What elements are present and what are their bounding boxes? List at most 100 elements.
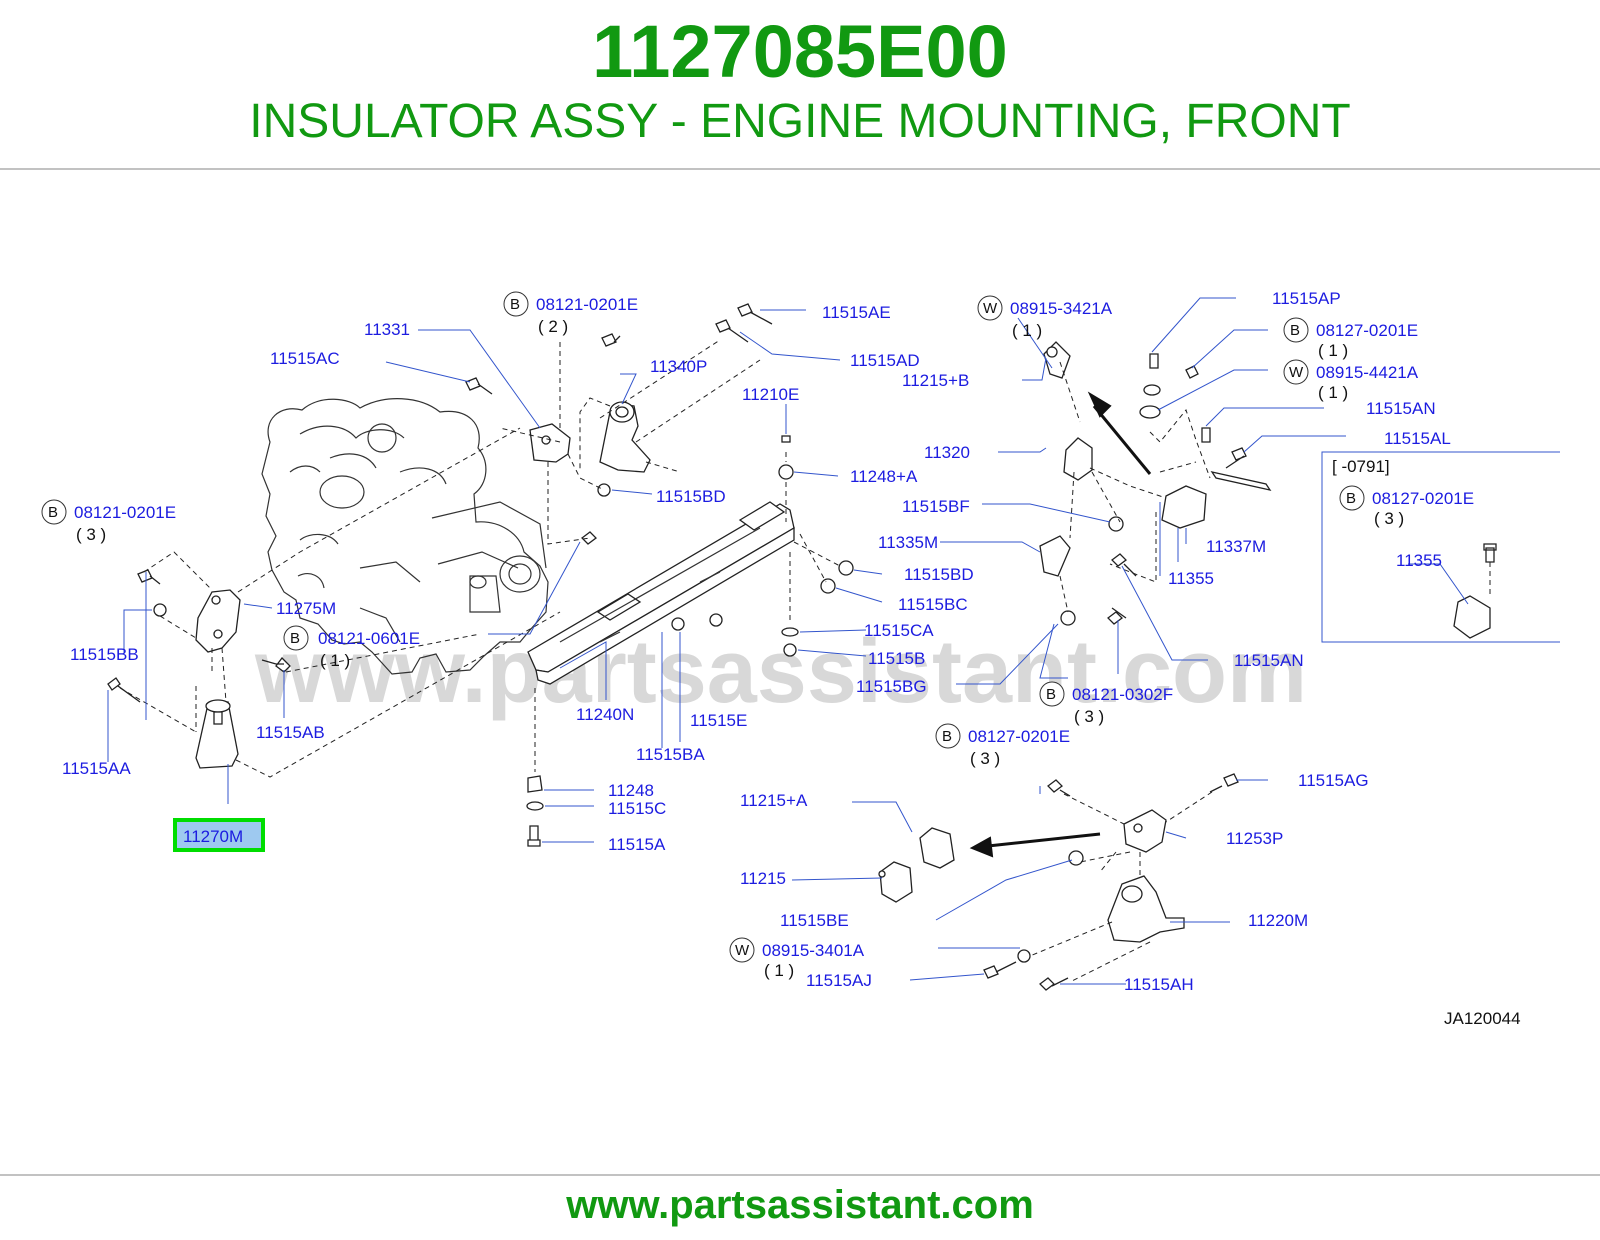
callout-11248[interactable]: 11248: [608, 781, 654, 800]
callout-11331[interactable]: 11331: [364, 320, 410, 339]
washer-marker-icon: [729, 937, 755, 963]
upper-mount-parts: [465, 303, 773, 545]
callout-11515ab[interactable]: 11515AB: [256, 723, 325, 742]
bolt-marker-icon: [935, 723, 961, 749]
right-lower-parts: [878, 773, 1239, 991]
quantity-label: ( 3 ): [1074, 707, 1104, 726]
bottom-divider: [0, 1174, 1600, 1176]
quantity-label: ( 1 ): [1318, 383, 1348, 402]
callout-11220m[interactable]: 11220M: [1248, 911, 1308, 930]
callout-08915-4421a[interactable]: 08915-4421A: [1316, 363, 1419, 382]
callout-11515ad[interactable]: 11515AD: [850, 351, 920, 370]
callout-11515ae[interactable]: 11515AE: [822, 303, 891, 322]
bolt-marker-letter: B: [1346, 490, 1356, 507]
callout-08121-0201e-a[interactable]: 08121-0201E: [536, 295, 638, 314]
bolt-marker-letter: B: [1290, 322, 1300, 339]
callout-11515an-a[interactable]: 11515AN: [1366, 399, 1436, 418]
callout-11515ca[interactable]: 11515CA: [864, 621, 934, 640]
callout-11515b[interactable]: 11515B: [868, 649, 925, 668]
callout-11240n[interactable]: 11240N: [576, 705, 634, 724]
callout-11515ag[interactable]: 11515AG: [1298, 771, 1369, 790]
callout-11515a[interactable]: 11515A: [608, 835, 666, 854]
callout-11320[interactable]: 11320: [924, 443, 970, 462]
callout-11210e[interactable]: 11210E: [742, 385, 799, 404]
quantity-label: ( 3 ): [970, 749, 1000, 768]
callout-11515an-b[interactable]: 11515AN: [1234, 651, 1304, 670]
callout-11515ac[interactable]: 11515AC: [270, 349, 340, 368]
engine-block-drawing: [261, 398, 549, 675]
watermark-text: www.partsassistant.com: [254, 622, 1307, 722]
page-title: 1127085E00: [592, 10, 1008, 93]
callout-11515ap[interactable]: 11515AP: [1272, 289, 1341, 308]
callout-11515ah[interactable]: 11515AH: [1124, 975, 1194, 994]
callout-11248-a[interactable]: 11248+A: [850, 467, 918, 486]
highlight-box: [173, 818, 265, 852]
callout-11215-b[interactable]: 11215+B: [902, 371, 969, 390]
bolt-marker-icon: [1339, 485, 1365, 511]
bolt-marker-letter: B: [1046, 686, 1056, 703]
callout-11515al[interactable]: 11515AL: [1384, 429, 1451, 448]
left-mount-parts: [107, 427, 561, 778]
inset-range-label: [ -0791]: [1332, 457, 1390, 476]
callout-11515c[interactable]: 11515C: [608, 799, 666, 818]
callout-08121-0201e-b[interactable]: 08121-0201E: [74, 503, 176, 522]
callout-11515bb[interactable]: 11515BB: [70, 645, 139, 664]
callout-08127-0201e-a[interactable]: 08127-0201E: [1316, 321, 1418, 340]
callout-11515be[interactable]: 11515BE: [780, 911, 849, 930]
callout-11515bc[interactable]: 11515BC: [898, 595, 968, 614]
bolt-marker-icon: [1283, 317, 1309, 343]
quantity-label: ( 3 ): [1374, 509, 1404, 528]
callout-11515bd-b[interactable]: 11515BD: [904, 565, 974, 584]
callout-11515bf[interactable]: 11515BF: [902, 497, 970, 516]
bolt-marker-letter: B: [942, 728, 952, 745]
header: 1127085E00 INSULATOR ASSY - ENGINE MOUNT…: [0, 0, 1600, 170]
callout-11275m[interactable]: 11275M: [276, 599, 336, 618]
parts-diagram: www.partsassistant.com: [0, 172, 1600, 1172]
callout-11270m[interactable]: 11270M: [183, 827, 243, 846]
callout-08915-3421a[interactable]: 08915-3421A: [1010, 299, 1113, 318]
callout-08915-3401a[interactable]: 08915-3401A: [762, 941, 865, 960]
callout-11515bg[interactable]: 11515BG: [856, 677, 927, 696]
callout-11515ba[interactable]: 11515BA: [636, 745, 705, 764]
washer-marker-letter: W: [735, 942, 750, 959]
leader-lines: [107, 297, 1560, 985]
page-subtitle: INSULATOR ASSY - ENGINE MOUNTING, FRONT: [249, 95, 1351, 148]
callout-11355-a[interactable]: 11355: [1168, 569, 1214, 588]
quantity-label: ( 3 ): [76, 525, 106, 544]
callout-11340p[interactable]: 11340P: [650, 357, 707, 376]
callout-11215[interactable]: 11215: [740, 869, 786, 888]
callout-11515e[interactable]: 11515E: [690, 711, 747, 730]
callout-08127-0201e-b[interactable]: 08127-0201E: [1372, 489, 1474, 508]
top-divider: [0, 168, 1600, 170]
callout-labels: 11331 11515AC 08121-0201E ( 2 ) 11340P 1…: [62, 289, 1521, 1028]
callout-08127-0201e-c[interactable]: 08127-0201E: [968, 727, 1070, 746]
footer-site-link[interactable]: www.partsassistant.com: [566, 1183, 1034, 1227]
callout-08121-0302f[interactable]: 08121-0302F: [1072, 685, 1173, 704]
callout-11515aj[interactable]: 11515AJ: [806, 971, 872, 990]
center-stack-parts: [526, 435, 854, 847]
bolt-marker-letter: B: [48, 504, 58, 521]
washer-marker-letter: W: [983, 300, 998, 317]
bolt-marker-icon: [1039, 681, 1065, 707]
callout-11215-a[interactable]: 11215+A: [740, 791, 808, 810]
diagram-code: JA120044: [1444, 1009, 1521, 1028]
diagram-canvas: www.partsassistant.com: [41, 289, 1560, 1028]
bolt-marker-letter: B: [510, 296, 520, 313]
quantity-label: ( 2 ): [538, 317, 568, 336]
callout-11335m[interactable]: 11335M: [878, 533, 938, 552]
bolt-marker-icon: [503, 291, 529, 317]
quantity-label: ( 1 ): [1318, 341, 1348, 360]
quantity-label: ( 1 ): [320, 651, 350, 670]
callout-08121-0601e[interactable]: 08121-0601E: [318, 629, 420, 648]
right-upper-parts: [1039, 341, 1497, 639]
callout-11515bd-a[interactable]: 11515BD: [656, 487, 726, 506]
quantity-label: ( 1 ): [1012, 321, 1042, 340]
callout-11337m[interactable]: 11337M: [1206, 537, 1266, 556]
callout-11515aa[interactable]: 11515AA: [62, 759, 131, 778]
washer-marker-icon: [977, 295, 1003, 321]
bolt-marker-letter: B: [290, 630, 300, 647]
bolt-markers: B B B W B W B B B W: [41, 291, 1365, 963]
callout-11355-b[interactable]: 11355: [1396, 551, 1442, 570]
callout-11253p[interactable]: 11253P: [1226, 829, 1283, 848]
quantity-label: ( 1 ): [764, 961, 794, 980]
